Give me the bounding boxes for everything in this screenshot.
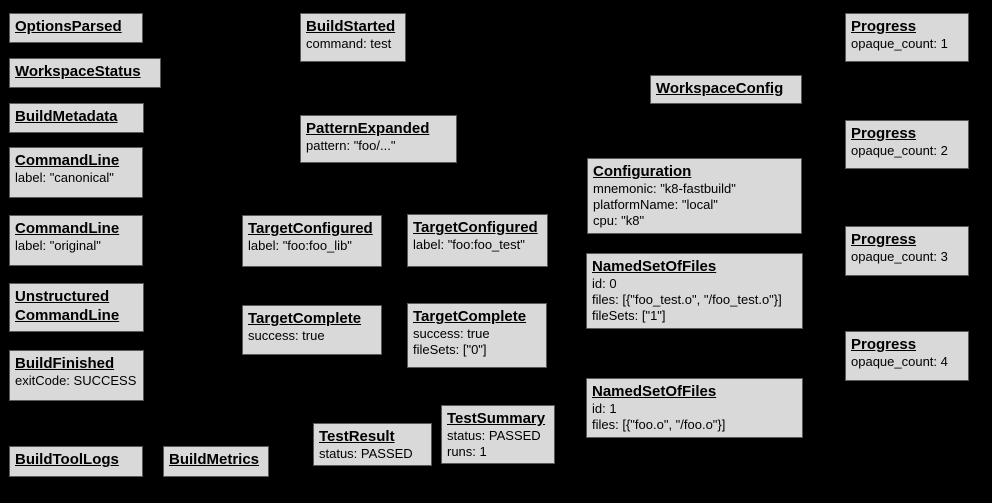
node-title: TargetConfigured xyxy=(413,219,538,236)
node-buildstarted: BuildStarted command: test xyxy=(300,13,406,62)
node-namedsetoffiles-1: NamedSetOfFiles id: 1 files: [{"foo.o", … xyxy=(586,378,803,438)
node-progress-3: Progress opaque_count: 3 xyxy=(845,226,969,276)
node-property: mnemonic: "k8-fastbuild" xyxy=(593,181,736,196)
node-title: BuildFinished xyxy=(15,355,115,372)
node-property: fileSets: ["0"] xyxy=(413,342,487,357)
node-property: status: PASSED xyxy=(447,428,541,443)
node-property: pattern: "foo/..." xyxy=(306,138,396,153)
node-title: BuildToolLogs xyxy=(15,451,119,468)
node-title: OptionsParsed xyxy=(15,18,122,35)
node-property: cpu: "k8" xyxy=(593,213,645,228)
node-targetcomplete-foo-test: TargetComplete success: true fileSets: [… xyxy=(407,303,547,368)
node-title: Configuration xyxy=(593,163,692,180)
node-buildtoollogs: BuildToolLogs xyxy=(9,446,143,477)
node-title: WorkspaceConfig xyxy=(656,80,784,97)
node-property: success: true xyxy=(248,328,325,343)
node-targetconfigured-foo-test: TargetConfigured label: "foo:foo_test" xyxy=(407,214,548,267)
node-optionsparsed: OptionsParsed xyxy=(9,13,143,43)
node-testresult: TestResult status: PASSED xyxy=(313,423,432,466)
node-progress-1: Progress opaque_count: 1 xyxy=(845,13,969,62)
node-property: label: "original" xyxy=(15,238,101,253)
node-property: command: test xyxy=(306,36,392,51)
node-targetconfigured-foo-lib: TargetConfigured label: "foo:foo_lib" xyxy=(242,215,382,267)
node-title: Progress xyxy=(851,18,917,35)
node-commandline-canonical: CommandLine label: "canonical" xyxy=(9,147,143,198)
node-title: PatternExpanded xyxy=(306,120,430,137)
node-property: opaque_count: 4 xyxy=(851,354,948,369)
node-namedsetoffiles-0: NamedSetOfFiles id: 0 files: [{"foo_test… xyxy=(586,253,803,329)
node-property: id: 0 xyxy=(592,276,617,291)
node-progress-2: Progress opaque_count: 2 xyxy=(845,120,969,169)
node-title: CommandLine xyxy=(15,220,120,237)
node-title: TargetComplete xyxy=(248,310,362,327)
node-property: label: "foo:foo_lib" xyxy=(248,238,352,253)
node-progress-4: Progress opaque_count: 4 xyxy=(845,331,969,381)
node-title: Progress xyxy=(851,125,917,142)
node-title: BuildMetrics xyxy=(169,451,260,468)
node-property: success: true xyxy=(413,326,490,341)
node-property: id: 1 xyxy=(592,401,617,416)
node-workspacestatus: WorkspaceStatus xyxy=(9,58,161,88)
node-title: BuildMetadata xyxy=(15,108,118,125)
node-title: TargetComplete xyxy=(413,308,527,325)
node-property: files: [{"foo_test.o", "/foo_test.o"}] xyxy=(592,292,782,307)
node-property: opaque_count: 2 xyxy=(851,143,948,158)
node-title: TestSummary xyxy=(447,410,546,427)
node-unstructured-commandline: Unstructured CommandLine xyxy=(9,283,144,332)
node-property: exitCode: SUCCESS xyxy=(15,373,137,388)
node-title: Progress xyxy=(851,231,917,248)
node-title: CommandLine xyxy=(15,152,120,169)
node-property: files: [{"foo.o", "/foo.o"}] xyxy=(592,417,726,432)
node-commandline-original: CommandLine label: "original" xyxy=(9,215,143,266)
node-property: fileSets: ["1"] xyxy=(592,308,666,323)
node-property: label: "foo:foo_test" xyxy=(413,237,525,252)
node-configuration: Configuration mnemonic: "k8-fastbuild" p… xyxy=(587,158,802,234)
node-title: TargetConfigured xyxy=(248,220,373,237)
node-buildfinished: BuildFinished exitCode: SUCCESS xyxy=(9,350,144,401)
node-property: opaque_count: 1 xyxy=(851,36,948,51)
node-property: label: "canonical" xyxy=(15,170,114,185)
node-property: opaque_count: 3 xyxy=(851,249,948,264)
node-title: Progress xyxy=(851,336,917,353)
node-title: WorkspaceStatus xyxy=(15,63,141,80)
node-title: NamedSetOfFiles xyxy=(592,258,717,275)
node-title: Unstructured CommandLine xyxy=(15,288,120,324)
node-property: runs: 1 xyxy=(447,444,487,459)
node-workspaceconfig: WorkspaceConfig xyxy=(650,75,802,104)
node-patternexpanded: PatternExpanded pattern: "foo/..." xyxy=(300,115,457,163)
node-property: status: PASSED xyxy=(319,446,413,461)
node-buildmetadata: BuildMetadata xyxy=(9,103,144,133)
node-targetcomplete-foo-lib: TargetComplete success: true xyxy=(242,305,382,355)
node-property: platformName: "local" xyxy=(593,197,718,212)
node-testsummary: TestSummary status: PASSED runs: 1 xyxy=(441,405,555,464)
node-title: NamedSetOfFiles xyxy=(592,383,717,400)
node-buildmetrics: BuildMetrics xyxy=(163,446,269,477)
node-title: BuildStarted xyxy=(306,18,396,35)
node-title: TestResult xyxy=(319,428,395,445)
